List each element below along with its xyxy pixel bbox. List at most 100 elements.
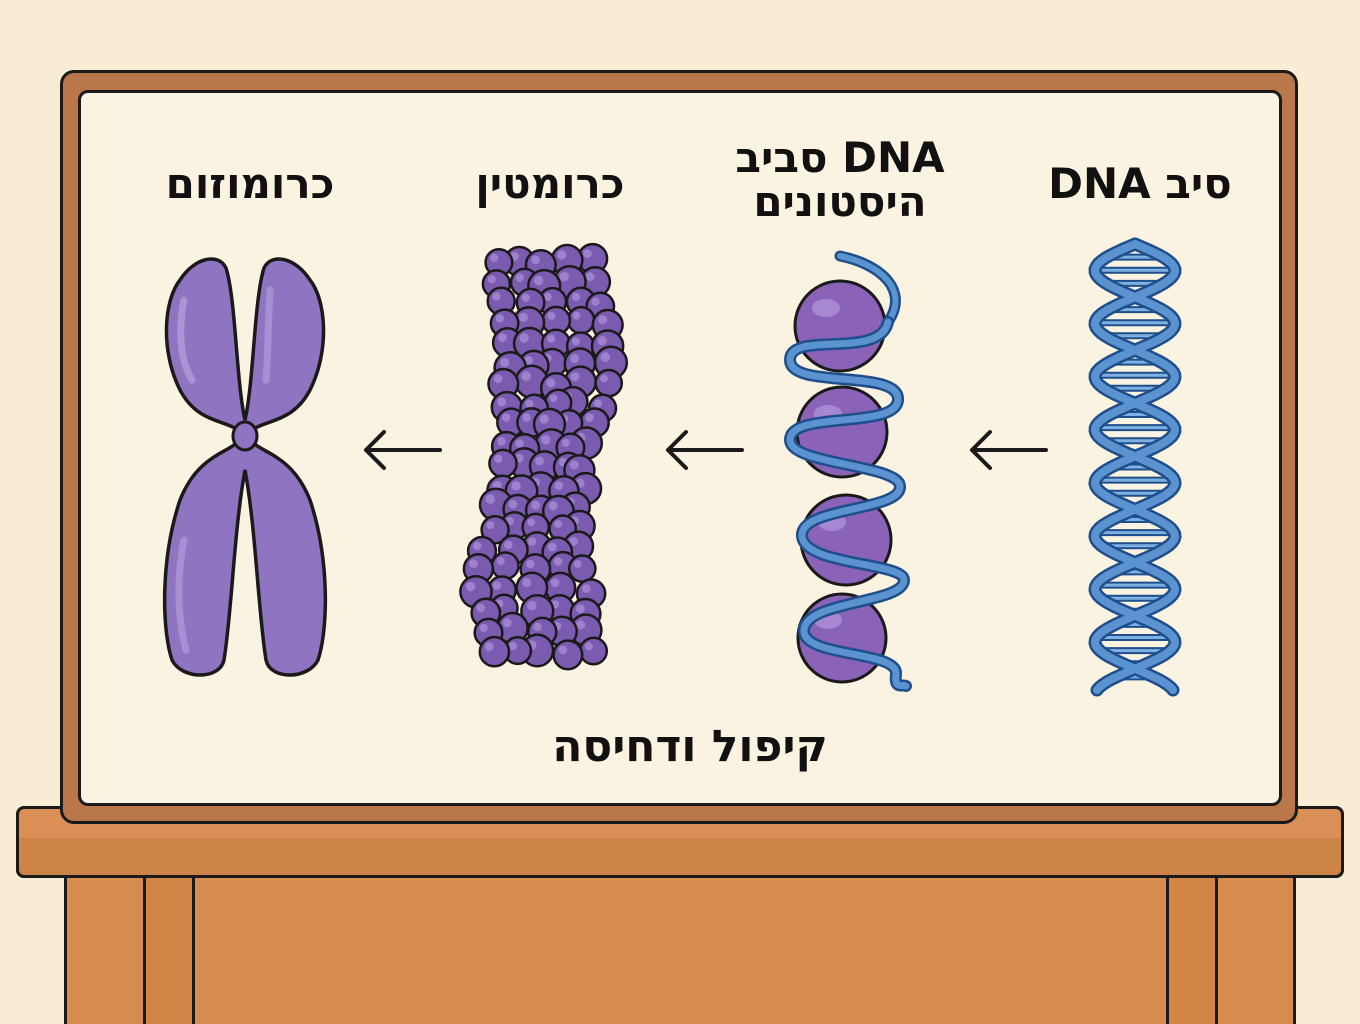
chromatin-bead-highlight <box>515 439 524 448</box>
chromatin-bead-highlight <box>487 275 496 284</box>
chromatin-bead-highlight <box>521 293 530 302</box>
chromatin-bead-highlight <box>600 352 611 362</box>
chromatin-bead-highlight <box>559 271 569 282</box>
desk-body <box>64 876 1296 1024</box>
chromatin-bead-highlight <box>549 394 558 403</box>
chromatin-bead-highlight <box>571 292 581 302</box>
chromatin-bead-highlight <box>502 618 512 628</box>
chromatin-bead-highlight <box>585 272 595 282</box>
chromatin-bead-highlight <box>575 620 586 630</box>
dna-strand-b-fill <box>1090 240 1180 694</box>
chromatin-bead-highlight <box>497 437 506 446</box>
chromatin-bead-highlight <box>493 374 503 384</box>
chromatin-bead <box>567 554 597 583</box>
chromatin-bead-highlight <box>572 311 581 320</box>
chromatin-bead-highlight <box>569 460 579 470</box>
chromatin-bead-highlight <box>600 374 608 383</box>
desk-leg-left <box>143 876 195 1024</box>
dna-wrap <box>783 316 912 692</box>
chromatin-bead <box>478 635 511 668</box>
arrow-left-icon <box>364 430 442 470</box>
chromatin-bead-highlight <box>525 559 535 569</box>
chromatin-bead-highlight <box>597 336 607 346</box>
arrow-left-icon <box>970 430 1048 470</box>
chromatin-bead-highlight <box>573 560 582 568</box>
chromatin-bead-highlight <box>476 603 486 613</box>
chromatin-bead-highlight <box>498 333 507 342</box>
chromatin-bead-highlight <box>570 353 580 363</box>
chromatin-bead-highlight <box>524 356 533 365</box>
chromatin-bead-highlight <box>504 540 513 550</box>
desk-top-edge <box>16 838 1344 878</box>
chromatin-bead-highlight <box>575 604 585 614</box>
chromatin-bead-highlight <box>531 500 540 510</box>
chromatin-bead-highlight <box>582 584 591 593</box>
nucleosome-illustration <box>783 250 912 692</box>
chromatin-bead-highlight <box>554 481 564 491</box>
label-dna-around-histones-line1: DNA סביב <box>735 133 945 182</box>
chromatin-bead <box>594 368 624 398</box>
chromatin-bead <box>552 639 584 671</box>
chromatin-bead-highlight <box>496 557 505 566</box>
chromatin-bead-highlight <box>535 456 544 466</box>
centromere <box>231 420 259 452</box>
chromatin-bead-highlight <box>490 253 499 262</box>
chromatin-bead-highlight <box>508 500 518 509</box>
chromatin-bead-highlight <box>547 542 557 552</box>
chromatin-bead-highlight <box>495 314 504 323</box>
chromatin-bead-highlight <box>550 578 560 588</box>
chromatin-bead-highlight <box>527 600 537 611</box>
chromatin-bead-highlight <box>521 371 531 381</box>
chromatin-bead-highlight <box>541 435 551 445</box>
chromatin-bead-highlight <box>547 311 556 320</box>
chromatin-bead-highlight <box>522 413 531 422</box>
chromatin-bead-highlight <box>518 312 528 322</box>
chromatin-bead-highlight <box>492 292 501 301</box>
chromatin-bead <box>488 448 518 479</box>
chromatin-bead-highlight <box>598 315 607 325</box>
chromatin-bead-highlight <box>546 378 556 388</box>
chromatin-bead-highlight <box>484 642 494 651</box>
chromatin-bead-highlight <box>479 623 488 632</box>
chromatin-bead-highlight <box>569 536 578 546</box>
label-chromosome: כרומוזום <box>165 159 335 208</box>
chromosome-illustration <box>162 257 328 677</box>
chromatin-bead-highlight <box>486 521 495 530</box>
chromatin-bead-highlight <box>465 581 476 592</box>
label-dna-around-histones-line2: היסטונים <box>753 177 927 227</box>
caption-folding-compaction: קיפול ודחיסה <box>552 721 828 772</box>
chromatin-bead-highlight <box>502 413 511 422</box>
chromatin-bead-highlight <box>539 414 549 424</box>
chromatin-bead-highlight <box>497 397 507 407</box>
chromatin-bead-highlight <box>585 413 594 422</box>
chromatin-bead-highlight <box>492 581 502 590</box>
chromatin-bead-highlight <box>533 275 544 286</box>
chromatin-bead-highlight <box>527 537 537 546</box>
desk-leg-right <box>1166 876 1218 1024</box>
chromatin-bead-highlight <box>557 250 567 260</box>
chromatin-bead-highlight <box>547 334 556 343</box>
chromatin-beads <box>459 242 629 671</box>
chromatin-bead-highlight <box>583 249 592 258</box>
chromatin-bead-highlight <box>591 297 600 306</box>
chromatin-bead <box>566 305 596 335</box>
chromatin-bead-highlight <box>511 481 521 491</box>
chromatin-bead-highlight <box>558 645 568 655</box>
chromatin-bead-highlight <box>531 255 540 265</box>
chromatin-bead-highlight <box>485 494 496 504</box>
dna-helix-illustration <box>1088 237 1182 697</box>
chromatin-bead-highlight <box>494 454 503 463</box>
chromatin-bead-highlight <box>553 557 563 566</box>
label-dna-around-histones: DNA סביב היסטונים <box>720 133 960 227</box>
chromatin-bead-highlight <box>593 399 602 408</box>
chromatin-bead-highlight <box>570 372 580 382</box>
chromatin-bead-highlight <box>584 642 593 651</box>
chromatin-bead-highlight <box>527 518 536 527</box>
chromatin-bead-highlight <box>533 622 542 632</box>
arrow-left-icon <box>666 430 744 470</box>
label-chromatin: כרומטין <box>475 159 625 208</box>
chromatin-bead-highlight <box>554 520 562 528</box>
chromatin-illustration <box>459 242 629 671</box>
chromatin-bead-highlight <box>543 292 552 301</box>
chromatin-bead-highlight <box>515 273 524 282</box>
